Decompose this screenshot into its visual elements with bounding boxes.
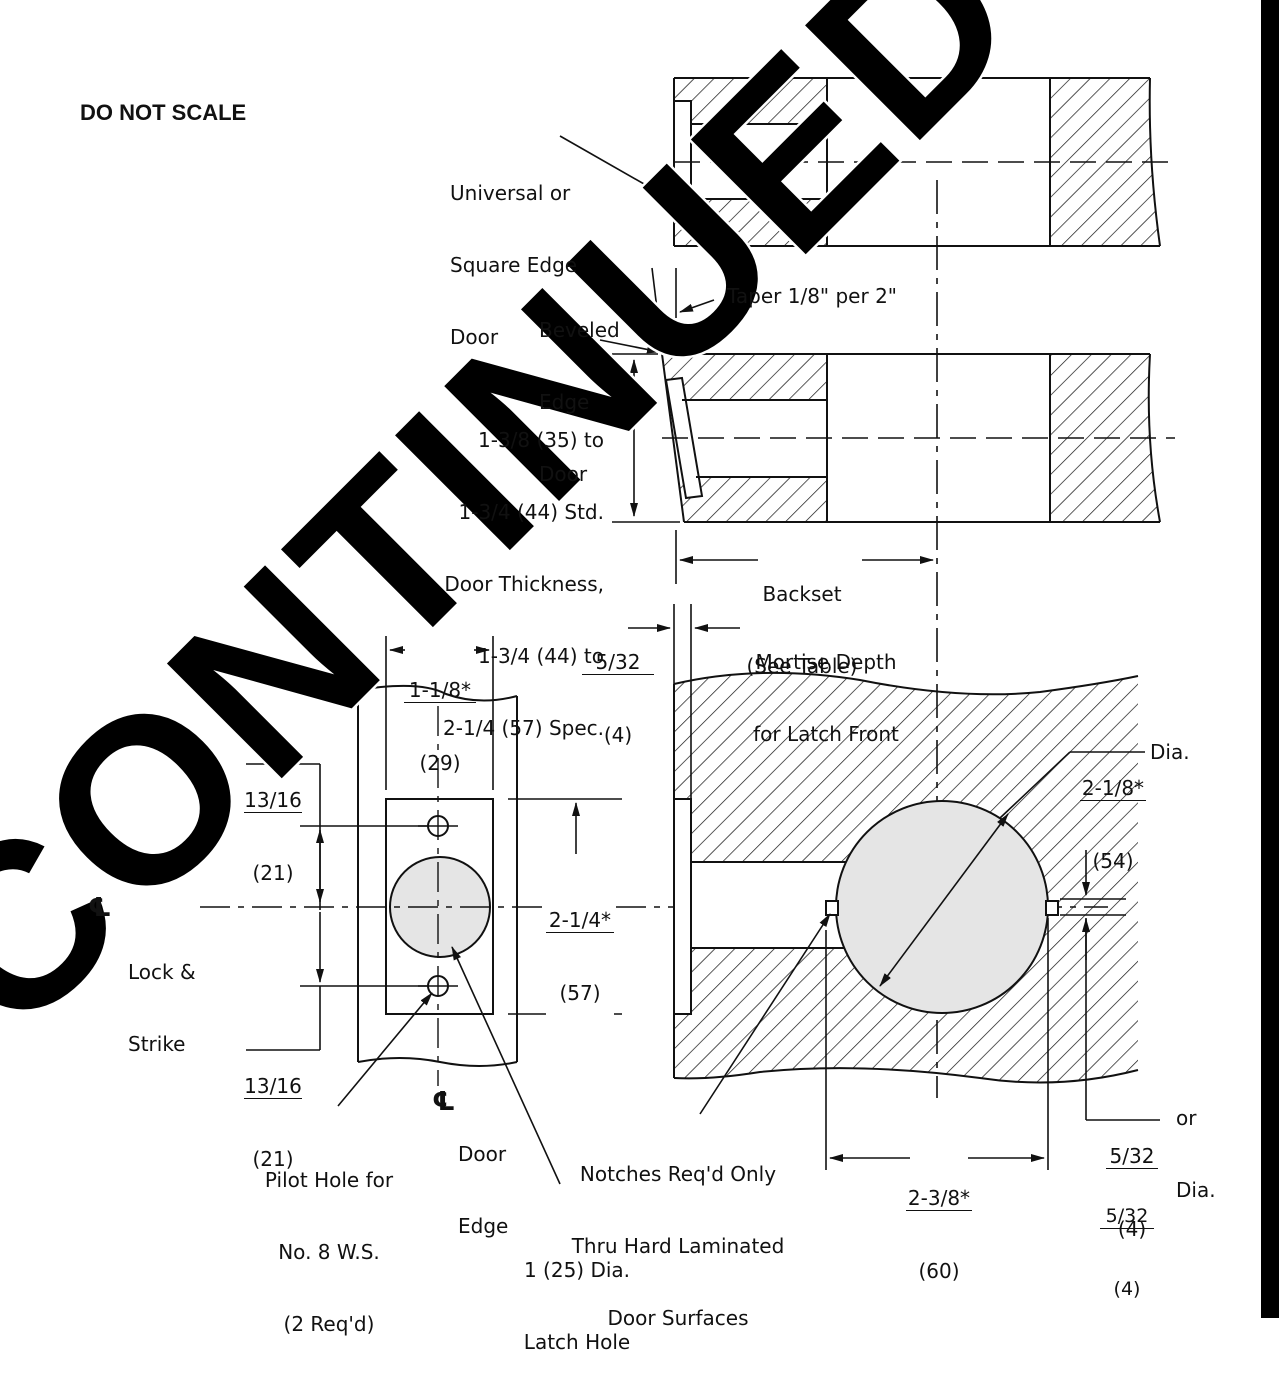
beveled-door-label: Beveled Edge Door [539,318,620,486]
lower-offset-dim: 13/16 (21) [244,1074,302,1171]
bore-diameter-dim: 2-1/8* (54) [1080,776,1146,873]
thickness-dimension [612,353,680,523]
page-edge-bar [1261,0,1279,1318]
mortise-depth-dim: 5/32 (4) [582,602,654,771]
universal-door-label: Universal or Square Edge Door [450,181,578,349]
backset-dimension [675,530,934,584]
notches-label: Notches Req'd Only Thru Hard Laminated D… [571,1162,785,1330]
edge-width-dim: 1-1/8* (29) [404,630,476,799]
upper-offset-dim: 13/16 (21) [244,788,302,885]
taper-label: Taper 1/8" per 2" [727,284,897,308]
section-view-dimensions [699,751,1160,1170]
notch-diameter-dim: 5/32 (4) [1100,1156,1154,1325]
pilot-hole-label: Pilot Hole for No. 8 W.S. (2 Req'd) [264,1168,394,1336]
lock-strike-label: Lock & Strike [128,960,196,1056]
mortise-depth-label: Mortise Depth for Latch Front [753,650,899,746]
door-edge-label: Door Edge [458,1142,509,1238]
backset-label: Backset (See Table) [746,582,858,678]
notch-span-dim: 2-3/8* (60) [906,1186,972,1283]
page-title: DO NOT SCALE [80,100,247,125]
notch-dia-label: Dia. [1176,1178,1216,1202]
taper-dimension [559,135,715,354]
door-edge-centerline-symbol: ℄ [432,1087,456,1117]
notch-depth-dim: 5/32 (4) [1106,1096,1158,1265]
strike-height-dim: 2-1/4* (57) [546,860,614,1029]
bore-dia-label: Dia. [1150,740,1190,764]
door-thickness-label: 1-3/8 (35) to 1-3/4 (44) Std. Door Thick… [443,428,604,740]
notch-or-label: or [1176,1106,1197,1130]
technical-drawing: DISCONTINUED [0,0,1175,1318]
lock-strike-centerline-symbol: ℄ [88,893,112,923]
